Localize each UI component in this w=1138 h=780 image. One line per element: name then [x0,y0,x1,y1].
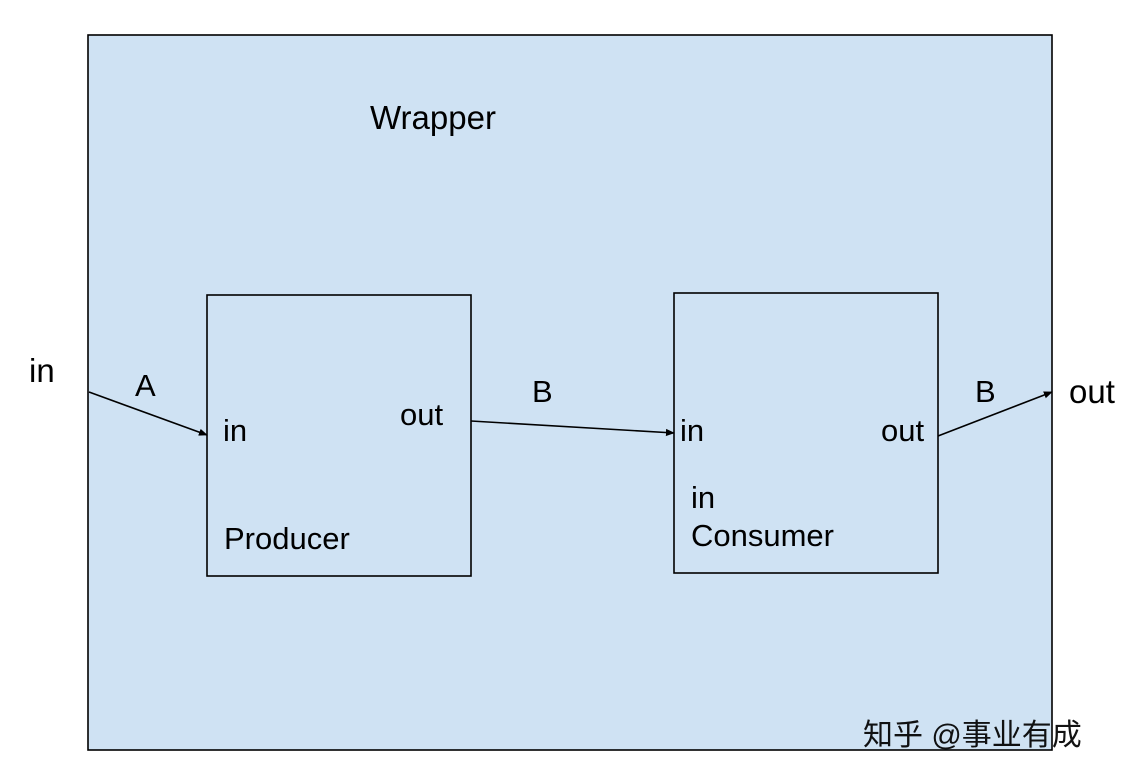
consumer-out-port-label: out [881,413,924,448]
consumer-name: Consumer [691,518,834,553]
producer-box [206,294,472,577]
consumer-in-label-repeat: in [691,480,715,515]
consumer-box [673,292,939,574]
producer-out-port-label: out [400,397,443,432]
connection-label-b-output: B [975,374,996,409]
connection-label-a: A [135,368,156,403]
wrapper-input-label: in [29,352,55,389]
producer-name: Producer [224,521,350,556]
connection-arrow-a [88,391,208,436]
connection-arrow-b-output [937,391,1053,437]
connection-label-b-internal: B [532,374,553,409]
producer-in-port-label: in [223,413,247,448]
consumer-in-port-label: in [680,413,704,448]
wrapper-output-label: out [1069,373,1115,410]
connection-arrow-b-internal [470,420,675,437]
wrapper-title: Wrapper [370,99,496,136]
watermark-text: 知乎 @事业有成 [863,719,1082,752]
